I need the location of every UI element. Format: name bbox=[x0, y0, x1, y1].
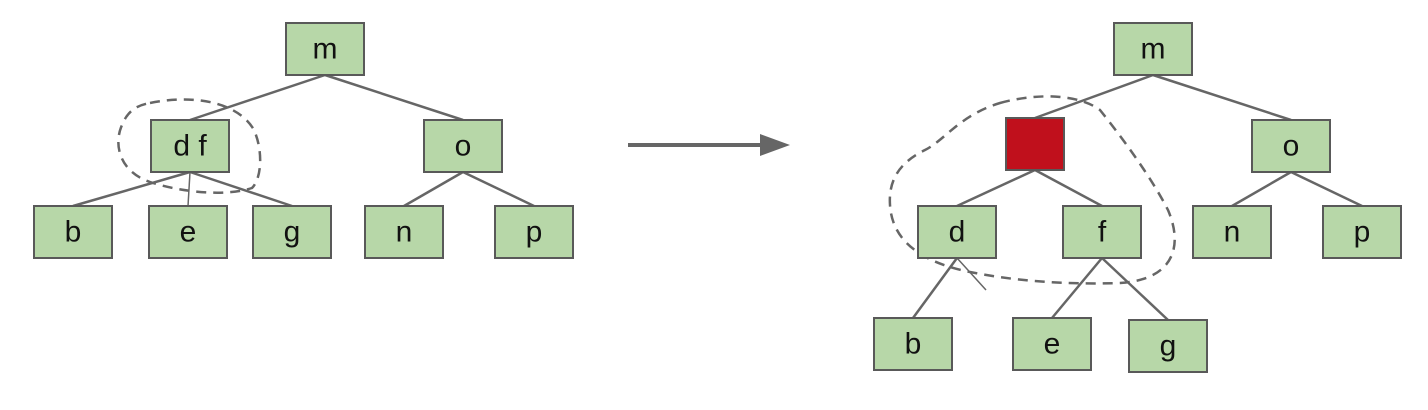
node-e-right: e bbox=[1012, 317, 1092, 371]
node-new-empty bbox=[1005, 117, 1065, 171]
node-m-left: m bbox=[285, 22, 365, 76]
node-label: m bbox=[1141, 33, 1166, 66]
node-label: b bbox=[65, 216, 82, 249]
edge-o-n bbox=[1231, 170, 1292, 208]
node-label: e bbox=[1044, 328, 1061, 361]
left-tree: m d f o b e g bbox=[33, 22, 574, 259]
node-o-left: o bbox=[423, 119, 503, 173]
node-p-right: p bbox=[1322, 205, 1402, 259]
edge-m-o bbox=[1152, 73, 1292, 122]
node-b-right: b bbox=[873, 317, 953, 371]
node-label: n bbox=[396, 216, 413, 249]
node-p-left: p bbox=[494, 205, 574, 259]
edge-df-e bbox=[187, 171, 191, 207]
edge-df-b bbox=[72, 170, 191, 208]
edge-f-g bbox=[1101, 257, 1169, 321]
node-label: e bbox=[180, 216, 197, 249]
node-e-left: e bbox=[148, 205, 228, 259]
node-label: g bbox=[284, 216, 301, 249]
edge-o-p bbox=[1290, 170, 1363, 208]
node-label: o bbox=[1283, 130, 1300, 163]
edge-new-f bbox=[1034, 168, 1103, 208]
node-f-right: f bbox=[1062, 205, 1142, 259]
node-d-right: d bbox=[917, 205, 997, 259]
node-label: n bbox=[1224, 216, 1241, 249]
node-label: d f bbox=[173, 130, 207, 163]
node-label: m bbox=[313, 33, 338, 66]
edge-d-b bbox=[911, 257, 959, 319]
edge-d-stub bbox=[956, 257, 987, 291]
node-label: o bbox=[455, 130, 472, 163]
edge-m-o bbox=[324, 73, 464, 122]
dashed-outline-left bbox=[117, 98, 262, 194]
node-label: d bbox=[949, 216, 966, 249]
edge-new-d bbox=[956, 168, 1036, 208]
edge-f-e bbox=[1051, 257, 1103, 319]
edge-m-df bbox=[189, 73, 326, 122]
node-n-left: n bbox=[364, 205, 444, 259]
node-label: p bbox=[1354, 216, 1371, 249]
node-n-right: n bbox=[1192, 205, 1272, 259]
node-label: p bbox=[526, 216, 543, 249]
right-tree: m o d f n p bbox=[873, 22, 1402, 373]
node-df-left: d f bbox=[150, 119, 230, 173]
edge-o-p bbox=[462, 170, 535, 208]
node-label: b bbox=[905, 328, 922, 361]
arrow-head-icon bbox=[760, 134, 790, 156]
node-o-right: o bbox=[1251, 119, 1331, 173]
node-label: g bbox=[1160, 330, 1177, 363]
edge-m-new bbox=[1034, 73, 1154, 120]
edge-o-n bbox=[403, 170, 464, 208]
node-g-right: g bbox=[1128, 319, 1208, 373]
node-g-left: g bbox=[252, 205, 332, 259]
edge-df-g bbox=[189, 170, 293, 208]
node-b-left: b bbox=[33, 205, 113, 259]
node-label: f bbox=[1098, 216, 1107, 249]
dashed-outline-right bbox=[888, 95, 1176, 285]
transform-arrow bbox=[628, 134, 790, 156]
node-m-right: m bbox=[1113, 22, 1193, 76]
